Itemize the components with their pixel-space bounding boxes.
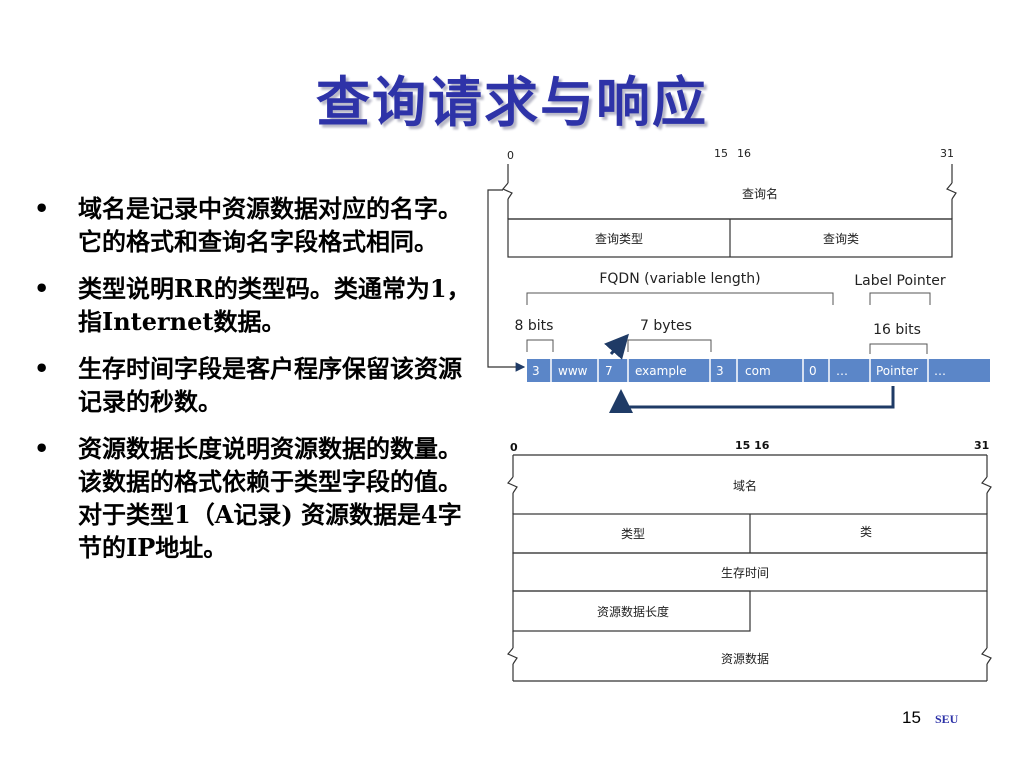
bit-label: 0 — [507, 149, 514, 162]
fqdn-bar — [527, 359, 990, 382]
fqdn-cell: 0 — [809, 364, 817, 378]
question-format-diagram: 0 15 16 31 查询名 查询类型 查询类 — [502, 147, 957, 258]
field-class: 类 — [860, 525, 872, 539]
field-query-type: 查询类型 — [595, 232, 643, 246]
fqdn-label: FQDN (variable length) — [599, 271, 760, 287]
fqdn-diagram: FQDN (variable length) Label Pointer 8 b… — [487, 189, 990, 413]
bullet-list: • 域名是记录中资源数据对应的名字。它的格式和查询名字段格式相同。 • 类型说明RR… — [32, 192, 472, 578]
seu-logo: SEU — [935, 712, 959, 726]
bit-label: 15 — [714, 147, 728, 160]
field-domain-name: 域名 — [733, 478, 757, 493]
seven-bytes-label: 7 bytes — [640, 318, 692, 334]
fqdn-cell: example — [635, 364, 687, 378]
field-rdlength: 资源数据长度 — [597, 604, 669, 619]
fqdn-cell: com — [745, 364, 771, 378]
bullet-item: • 资源数据长度说明资源数据的数量。该数据的格式依赖于类型字段的值。对于类型1（A… — [32, 432, 472, 564]
bullet-text: 生存时间字段是客户程序保留该资源记录的秒数。 — [78, 354, 462, 416]
bit-label: 16 — [737, 147, 751, 160]
fqdn-cell: 3 — [716, 364, 724, 378]
bullet-item: • 类型说明RR的类型码。类通常为1，指Internet数据。 — [32, 272, 472, 338]
page-title: 查询请求与响应 — [316, 70, 708, 134]
fqdn-cell: … — [934, 364, 946, 378]
label-pointer-label: Label Pointer — [854, 273, 946, 289]
query-name-arrow — [487, 189, 526, 372]
bullet-item: • 域名是记录中资源数据对应的名字。它的格式和查询名字段格式相同。 — [32, 192, 472, 258]
fqdn-cell: www — [558, 364, 588, 378]
fqdn-cell: Pointer — [876, 364, 918, 378]
fqdn-cell: 7 — [605, 364, 613, 378]
bullet-item: • 生存时间字段是客户程序保留该资源记录的秒数。 — [32, 352, 472, 418]
page-number: 15 — [902, 708, 921, 727]
bullet-dot: • — [34, 354, 50, 383]
bit-label: 31 — [940, 147, 954, 160]
sixteen-bits-label: 16 bits — [873, 322, 921, 338]
bullet-text: 资源数据长度说明资源数据的数量。该数据的格式依赖于类型字段的值。对于类型1（A记… — [78, 434, 462, 562]
bullet-dot: • — [34, 274, 50, 303]
bit-label: 15 16 — [735, 439, 770, 452]
rr-format-diagram: 0 15 16 31 域名 类型 类 生存时间 资源数据长度 资源数据 — [507, 439, 992, 682]
pointer-back-arrow — [609, 386, 895, 413]
fqdn-cell: … — [836, 364, 848, 378]
bullet-text: 类型说明RR的类型码。类通常为1，指Internet数据。 — [78, 274, 471, 336]
length-arrow — [604, 333, 629, 360]
bullet-text: 域名是记录中资源数据对应的名字。它的格式和查询名字段格式相同。 — [78, 194, 462, 256]
field-query-name: 查询名 — [742, 186, 778, 201]
bit-label: 0 — [510, 441, 518, 454]
fqdn-cell: 3 — [532, 364, 540, 378]
field-query-class: 查询类 — [823, 232, 859, 246]
bullet-dot: • — [34, 434, 50, 463]
field-ttl: 生存时间 — [721, 566, 769, 580]
bit-label: 31 — [974, 439, 989, 452]
bullet-dot: • — [34, 194, 50, 223]
field-rdata: 资源数据 — [721, 651, 769, 666]
eight-bits-label: 8 bits — [515, 318, 554, 334]
field-type: 类型 — [621, 527, 645, 541]
